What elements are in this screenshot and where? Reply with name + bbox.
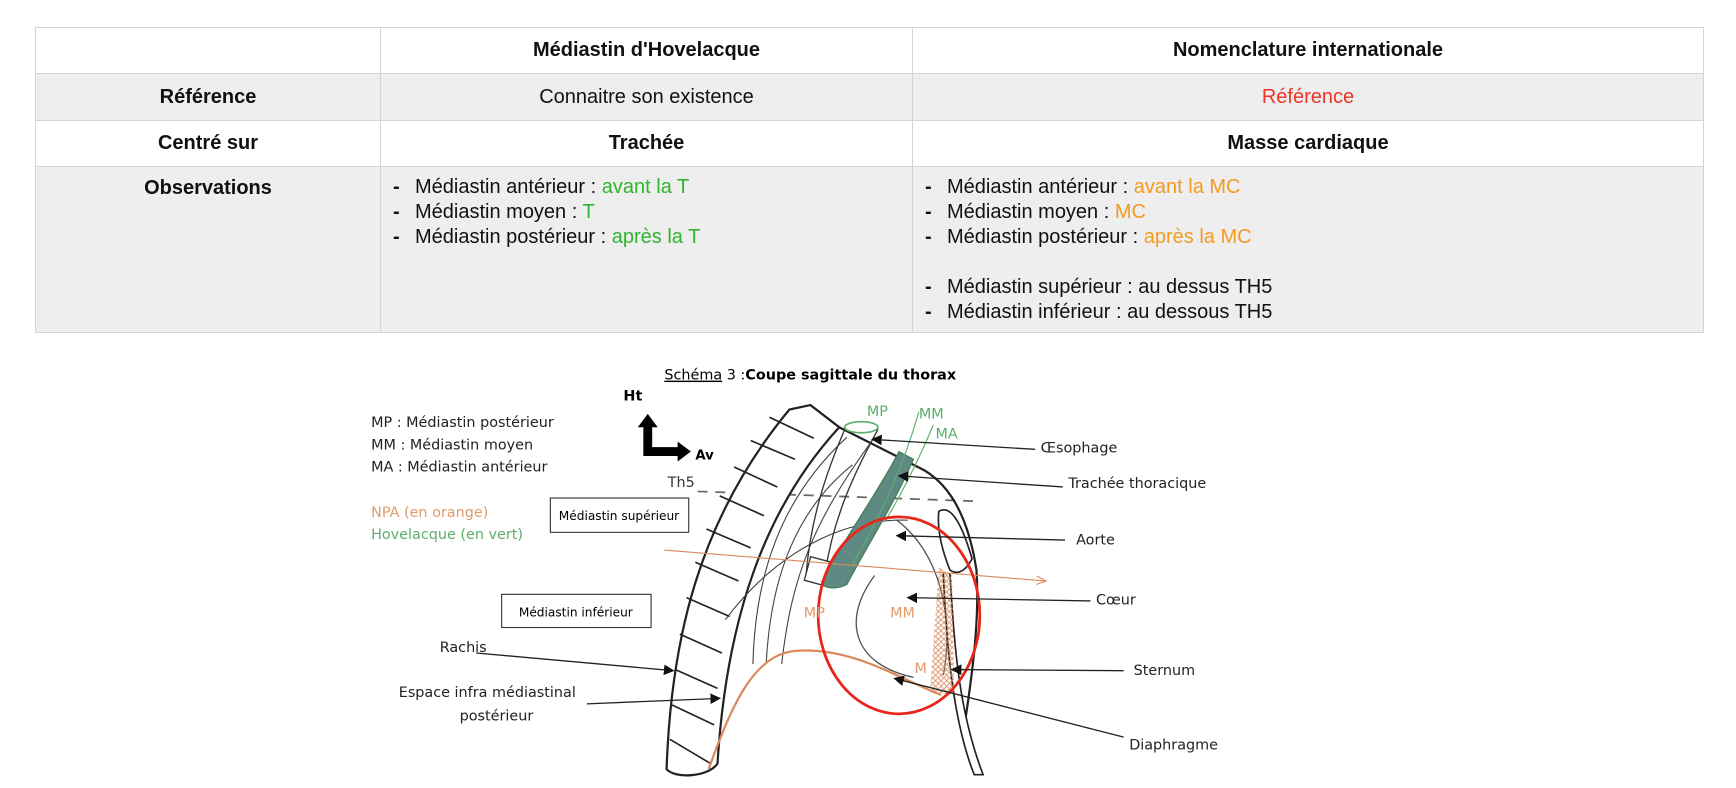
item-text: Médiastin supérieur : au dessus TH5	[947, 276, 1273, 298]
table-row-reference: Référence Connaitre son existence Référe…	[35, 73, 1704, 121]
green-line-mm	[852, 411, 920, 565]
table-row-centre: Centré sur Trachée Masse cardiaque	[35, 120, 1704, 167]
label-espace-2: postérieur	[460, 708, 534, 724]
header-international: Nomenclature internationale	[912, 27, 1704, 74]
green-ma: MA	[936, 426, 958, 442]
list-item: Médiastin inférieur : au dessous TH5	[925, 300, 1703, 325]
label-coeur: Cœur	[1096, 592, 1136, 608]
orange-marks: MP MM M	[804, 606, 927, 677]
item-highlight: T	[582, 201, 595, 223]
legend-npa: NPA (en orange)	[371, 505, 488, 521]
th5-label: Th5	[667, 475, 695, 491]
item-highlight: avant la T	[601, 176, 690, 198]
row-label: Observations	[35, 166, 381, 333]
cell: Trachée	[380, 120, 913, 167]
cell: Connaitre son existence	[380, 73, 913, 121]
orange-mp: MP	[804, 606, 825, 622]
item-text: Médiastin antérieur :	[947, 176, 1134, 198]
item-highlight: après la T	[611, 226, 701, 248]
orange-ma: M	[914, 661, 926, 677]
box-superieur	[549, 497, 690, 533]
figure-title: Schéma 3 :Coupe sagittale du thorax	[664, 368, 957, 384]
mediastin-comparison-table: Médiastin d'Hovelacque Nomenclature inte…	[35, 27, 1704, 333]
label-aorte: Aorte	[1076, 533, 1115, 549]
box-superieur-label: Médiastin supérieur	[559, 509, 679, 523]
cell: Référence	[912, 73, 1704, 121]
legend-mp: MP : Médiastin postérieur	[371, 415, 554, 431]
list-item: Médiastin antérieur : avant la MC	[925, 175, 1703, 200]
label-sternum: Sternum	[1134, 663, 1196, 679]
list-item: Médiastin supérieur : au dessus TH5	[925, 275, 1703, 300]
box-inferieur-label: Médiastin inférieur	[519, 605, 633, 619]
label-trachee: Trachée thoracique	[1067, 476, 1206, 492]
item-text: Médiastin moyen :	[947, 201, 1115, 223]
list-item: Médiastin postérieur : après la T	[393, 225, 912, 250]
item-text: Médiastin inférieur : au dessous TH5	[947, 301, 1273, 323]
table-row-observations: Observations Médiastin antérieur : avant…	[35, 166, 1704, 333]
npa-hatch	[929, 566, 955, 696]
legend-hovelacque: Hovelacque (en vert)	[371, 527, 523, 543]
list-item: Médiastin antérieur : avant la T	[393, 175, 912, 200]
legend-ma: MA : Médiastin antérieur	[371, 459, 547, 475]
spine-rachis	[665, 403, 841, 777]
header-empty	[35, 27, 381, 74]
observation-list: Médiastin antérieur : avant la MC Médias…	[913, 175, 1703, 325]
item-text: Médiastin postérieur :	[415, 226, 612, 248]
cell: Médiastin antérieur : avant la MC Médias…	[912, 166, 1704, 333]
label-espace-1: Espace infra médiastinal	[399, 685, 576, 701]
item-text: Médiastin moyen :	[415, 201, 583, 223]
item-text: Médiastin antérieur :	[415, 176, 602, 198]
table-header-row: Médiastin d'Hovelacque Nomenclature inte…	[35, 27, 1704, 74]
list-item: Médiastin postérieur : après la MC	[925, 225, 1703, 250]
trachea	[820, 450, 915, 589]
axis-front-label: Av	[695, 448, 714, 463]
legend-mm: MM : Médiastin moyen	[371, 437, 533, 453]
orange-mm: MM	[890, 606, 915, 622]
structure-labels: Œsophage Trachée thoracique Aorte Cœur S…	[399, 441, 1218, 754]
label-oesophage: Œsophage	[1041, 441, 1118, 457]
npa-axis-line	[664, 549, 1046, 581]
item-highlight: après la MC	[1143, 226, 1252, 248]
highlight-circle	[816, 515, 982, 716]
diaphragm	[707, 649, 942, 770]
label-diaphragme: Diaphragme	[1129, 737, 1218, 753]
item-highlight: MC	[1114, 201, 1146, 223]
leader-lines	[476, 434, 1124, 738]
list-item: Médiastin moyen : MC	[925, 200, 1703, 225]
cell: Médiastin antérieur : avant la T Médiast…	[380, 166, 913, 333]
label-rachis: Rachis	[440, 640, 487, 656]
box-inferieur	[501, 593, 652, 629]
orientation-arrows-icon: Ht Av	[623, 389, 714, 464]
green-line-ma	[885, 424, 934, 521]
axis-up-label: Ht	[623, 389, 642, 405]
list-item: Médiastin moyen : T	[393, 200, 912, 225]
item-text: Médiastin postérieur :	[947, 226, 1144, 248]
header-hovelacque: Médiastin d'Hovelacque	[380, 27, 913, 74]
green-marks: MP MM MA	[867, 404, 958, 442]
observation-list: Médiastin antérieur : avant la T Médiast…	[381, 175, 912, 250]
legend: MP : Médiastin postérieur MM : Médiastin…	[371, 415, 554, 543]
green-mm: MM	[919, 406, 944, 422]
green-mp: MP	[867, 404, 888, 420]
item-highlight: avant la MC	[1133, 176, 1241, 198]
th5-dashed-line	[697, 490, 980, 503]
row-label: Centré sur	[35, 120, 381, 167]
